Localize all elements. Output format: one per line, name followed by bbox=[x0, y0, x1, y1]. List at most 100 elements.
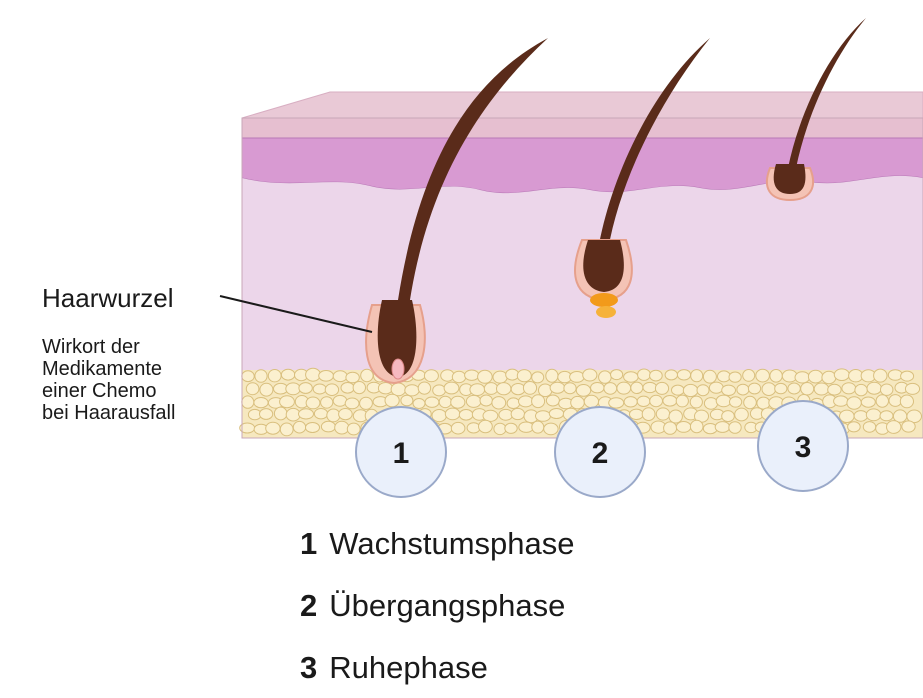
fat-cell bbox=[591, 383, 604, 393]
legend-number-3: 3 bbox=[300, 650, 317, 685]
fat-cell bbox=[459, 410, 473, 421]
fat-cell bbox=[584, 395, 598, 407]
fat-cell bbox=[729, 422, 741, 434]
fat-cell bbox=[451, 396, 465, 408]
fat-cell bbox=[775, 383, 787, 393]
fat-cell bbox=[889, 395, 902, 407]
fat-cell bbox=[497, 383, 511, 395]
fat-cell bbox=[762, 383, 776, 396]
phase-marker-2: 2 bbox=[555, 407, 645, 497]
fat-cell bbox=[544, 423, 558, 435]
fat-cell bbox=[444, 382, 459, 394]
skin-surface bbox=[242, 92, 923, 118]
fat-cell bbox=[874, 369, 887, 382]
fat-cell bbox=[255, 370, 267, 383]
fat-cell bbox=[814, 383, 829, 395]
fat-cell bbox=[347, 423, 360, 435]
fat-cell bbox=[260, 383, 273, 396]
fat-cell bbox=[549, 409, 563, 419]
fat-cell bbox=[822, 371, 836, 383]
fat-cell bbox=[704, 398, 717, 410]
fat-cell bbox=[801, 383, 814, 395]
fat-cell bbox=[571, 396, 585, 408]
fat-cell bbox=[656, 408, 669, 420]
fat-cell bbox=[848, 422, 861, 432]
fat-cell bbox=[480, 395, 492, 406]
fat-cell bbox=[532, 395, 545, 408]
fat-cell bbox=[532, 372, 544, 383]
fat-cell bbox=[314, 409, 327, 419]
fat-cell bbox=[866, 409, 881, 421]
hair-bulb-2 bbox=[583, 240, 624, 292]
fat-cell bbox=[570, 372, 585, 383]
fat-cell bbox=[321, 397, 333, 408]
fat-cell bbox=[507, 398, 520, 409]
fat-cell bbox=[863, 422, 875, 433]
fat-cell bbox=[439, 396, 451, 407]
fat-cell bbox=[339, 409, 353, 420]
fat-cell bbox=[828, 384, 841, 395]
fat-cell bbox=[730, 397, 742, 407]
fat-cell bbox=[280, 423, 293, 436]
callout-line-2: Medikamente bbox=[42, 358, 175, 380]
fat-cell bbox=[631, 382, 643, 393]
fat-cell bbox=[630, 409, 644, 419]
fat-cell bbox=[546, 395, 559, 406]
callout-line-3: einer Chemo bbox=[42, 380, 175, 402]
fat-cell bbox=[756, 369, 770, 382]
fat-cell bbox=[583, 369, 597, 381]
fat-cell bbox=[433, 385, 446, 396]
fat-cell bbox=[677, 370, 690, 380]
fat-cell bbox=[494, 423, 506, 434]
hair-bulb-3 bbox=[774, 164, 806, 194]
fat-cell bbox=[735, 408, 749, 421]
fat-cell bbox=[286, 383, 301, 395]
fat-cell bbox=[576, 385, 590, 397]
fat-cell bbox=[876, 395, 888, 407]
fat-cell bbox=[609, 398, 624, 408]
fat-cell bbox=[401, 395, 413, 406]
fat-cell bbox=[599, 371, 612, 383]
fat-cell bbox=[333, 371, 347, 382]
fat-cell bbox=[650, 395, 663, 406]
fat-cell bbox=[834, 396, 848, 406]
fat-cell bbox=[847, 397, 861, 409]
fat-cell bbox=[432, 410, 446, 422]
fat-cell bbox=[335, 421, 349, 434]
fat-cell bbox=[638, 369, 651, 380]
callout-line-1: Wirkort der bbox=[42, 336, 175, 358]
phase-marker-1: 1 bbox=[356, 407, 446, 497]
legend-number-1: 1 bbox=[300, 526, 317, 561]
fat-cell bbox=[242, 396, 254, 408]
callout-title: Haarwurzel bbox=[42, 283, 174, 314]
fat-cell bbox=[902, 421, 915, 432]
fat-cell bbox=[274, 407, 287, 420]
fat-cell bbox=[867, 382, 881, 394]
fat-cell bbox=[345, 398, 359, 409]
fat-cell bbox=[385, 394, 399, 407]
fat-cell bbox=[854, 411, 867, 422]
fat-cell bbox=[905, 383, 919, 394]
fat-cell bbox=[492, 397, 506, 409]
fat-cell bbox=[254, 398, 268, 408]
fat-cell bbox=[900, 395, 913, 408]
phase-marker-2-label: 2 bbox=[592, 437, 609, 470]
fat-cell bbox=[722, 385, 736, 395]
fat-cell bbox=[880, 411, 893, 421]
fat-cell bbox=[840, 410, 855, 422]
phase-marker-3: 3 bbox=[758, 401, 848, 491]
fat-cell bbox=[536, 411, 551, 422]
fat-cell bbox=[743, 370, 755, 382]
fat-cell bbox=[718, 371, 731, 382]
fat-cell bbox=[655, 382, 668, 394]
fat-cell bbox=[834, 369, 849, 381]
fat-cell bbox=[703, 370, 716, 383]
fat-cell bbox=[499, 409, 513, 420]
fat-cell bbox=[511, 384, 525, 395]
fat-cell bbox=[418, 382, 430, 394]
fat-cell bbox=[716, 395, 731, 407]
fat-cell bbox=[617, 382, 631, 394]
